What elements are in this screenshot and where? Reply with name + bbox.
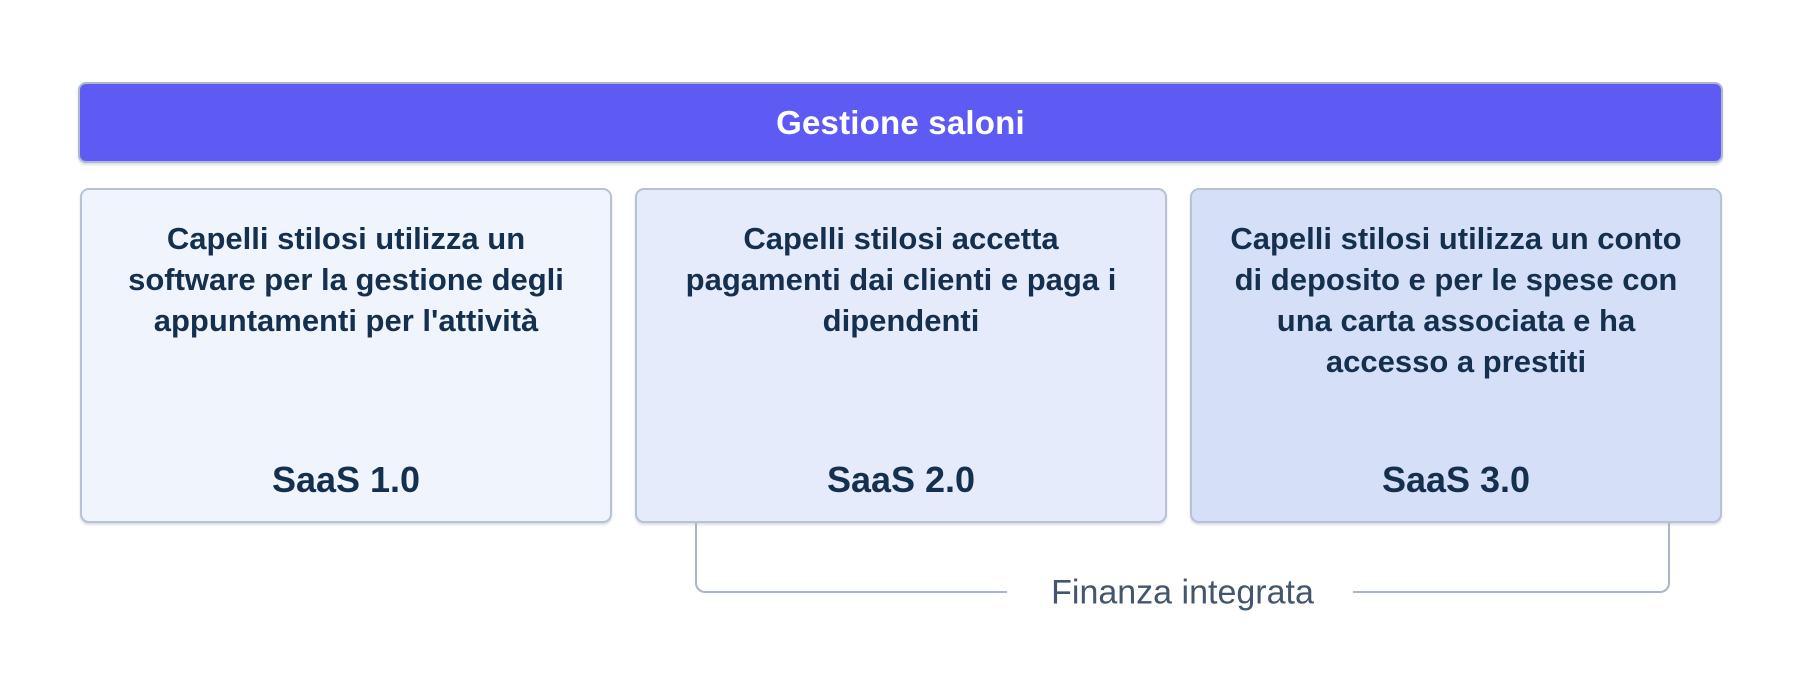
embedded-finance-bracket: Finanza integrata [695,523,1670,663]
card-saas-2-description: Capelli stilosi accetta pagamenti dai cl… [685,221,1117,338]
card-saas-1-description: Capelli stilosi utilizza un software per… [128,221,564,338]
card-saas-1: Capelli stilosi utilizza un software per… [80,188,612,523]
card-saas-3: Capelli stilosi utilizza un conto di dep… [1190,188,1722,523]
bracket-line-right [1353,523,1670,593]
card-saas-1-label: SaaS 1.0 [271,459,421,500]
cards-row: Capelli stilosi utilizza un software per… [80,188,1722,523]
card-saas-3-description: Capelli stilosi utilizza un conto di dep… [1230,221,1682,379]
card-saas-2-label: SaaS 2.0 [826,459,976,500]
bracket-line-left [695,523,1007,593]
embedded-finance-label: Finanza integrata [1051,573,1314,612]
header-bar: Gestione saloni [78,82,1723,163]
card-saas-2: Capelli stilosi accetta pagamenti dai cl… [635,188,1167,523]
header-title: Gestione saloni [776,103,1025,141]
card-saas-3-label: SaaS 3.0 [1381,459,1531,500]
